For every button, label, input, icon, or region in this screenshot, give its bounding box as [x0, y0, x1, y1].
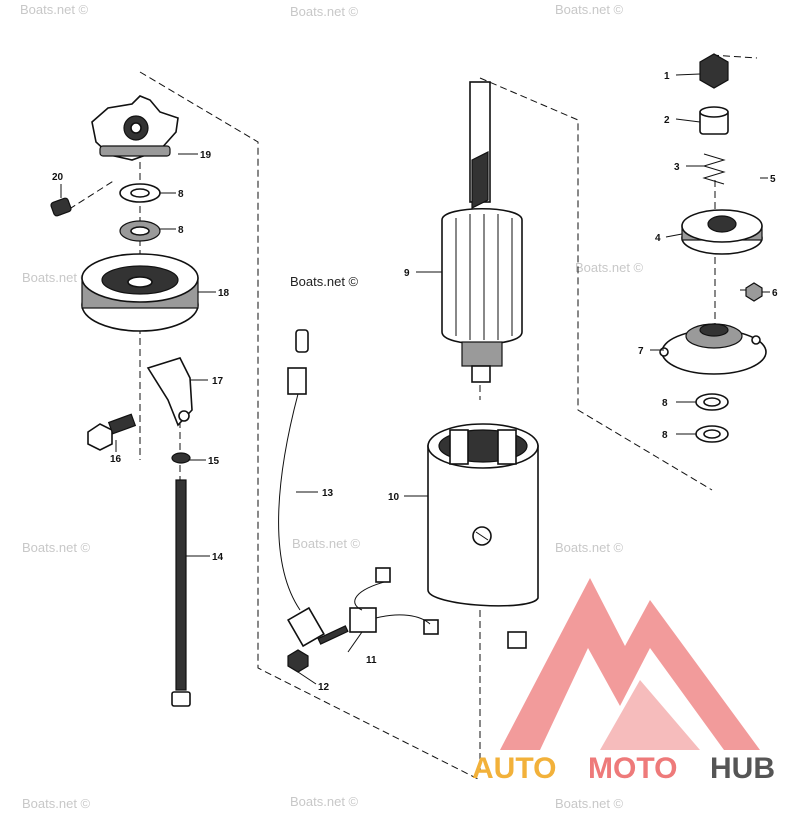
part-16-bolt [87, 413, 137, 451]
dashed-boundary [139, 71, 481, 781]
logo-text-auto: AUTO [472, 752, 556, 785]
callout-10: 10 [388, 492, 400, 503]
callout-12: 12 [318, 682, 330, 693]
logo-mark-inner-icon [600, 680, 700, 750]
automotohub-logo: AUTO MOTO HUB [472, 578, 775, 785]
part-12-nut [287, 649, 309, 673]
callout-5: 5 [770, 174, 776, 185]
part-6-nut [745, 282, 763, 302]
callout-9: 9 [404, 268, 410, 279]
callout-6: 6 [772, 288, 778, 299]
watermark: Boats.net © [290, 4, 359, 19]
part-18-end-housing [81, 253, 199, 332]
watermark: Boats.net © [290, 274, 359, 289]
watermark: Boats.net © [575, 260, 644, 275]
watermark: Boats.net © [22, 540, 91, 555]
part-15-lockwasher [171, 452, 191, 464]
part-3-spring [702, 153, 726, 185]
part-8-washer-right-lower [695, 425, 729, 443]
callout-15: 15 [208, 456, 220, 467]
callout-8: 8 [662, 430, 668, 441]
callout-18: 18 [218, 288, 230, 299]
watermark: Boats.net © [290, 794, 359, 809]
callout-7: 7 [638, 346, 644, 357]
part-8-washer-left-lower [119, 220, 161, 242]
watermark: Boats.net © [292, 536, 361, 551]
callout-17: 17 [212, 376, 224, 387]
leader-lines [60, 73, 770, 685]
watermark: Boats.net © [555, 540, 624, 555]
part-1-nut [699, 53, 729, 89]
part-20-screw [50, 197, 72, 217]
logo-mark-icon [500, 578, 760, 750]
watermarks: Boats.net © Boats.net © Boats.net © Boat… [20, 2, 644, 811]
callout-4: 4 [655, 233, 661, 244]
watermark: Boats.net © [20, 2, 89, 17]
watermark: Boats.net © [555, 796, 624, 811]
callout-1: 1 [664, 71, 670, 82]
part-9-armature [441, 81, 523, 383]
logo-text-moto: MOTO [588, 752, 677, 785]
callout-3: 3 [674, 162, 680, 173]
callout-11: 11 [366, 655, 377, 666]
callout-19: 19 [200, 150, 212, 161]
dashed-boundary [479, 77, 713, 491]
callout-13: 13 [322, 488, 334, 499]
dashed-boundary [711, 54, 758, 59]
callout-numbers: 1 2 3 4 5 6 7 8 8 8 8 9 10 11 12 13 14 1… [52, 71, 778, 693]
part-17-bracket [146, 357, 193, 427]
watermark: Boats.net © [22, 796, 91, 811]
callout-2: 2 [664, 115, 670, 126]
part-14-through-bolt [171, 479, 191, 707]
callout-8: 8 [178, 189, 184, 200]
part-2-spacer [699, 106, 729, 135]
logo-text-hub: HUB [710, 752, 775, 785]
callout-14: 14 [212, 552, 224, 563]
part-4-drive-gear [681, 209, 763, 255]
watermark: Boats.net © [555, 2, 624, 17]
part-10-frame [427, 423, 539, 649]
part-8-washer-right-upper [695, 393, 729, 411]
part-13-cable [278, 329, 349, 648]
callout-20: 20 [52, 172, 64, 183]
part-8-washer-left-upper [119, 183, 161, 203]
part-7-drive-end-plate [659, 323, 767, 375]
assembly-outline [59, 54, 760, 781]
callout-16: 16 [110, 454, 122, 465]
part-19-end-cap [91, 95, 179, 161]
callout-8: 8 [178, 225, 184, 236]
watermark: Boats.net © [22, 270, 91, 285]
part-11-brushes [349, 567, 439, 635]
callout-8: 8 [662, 398, 668, 409]
